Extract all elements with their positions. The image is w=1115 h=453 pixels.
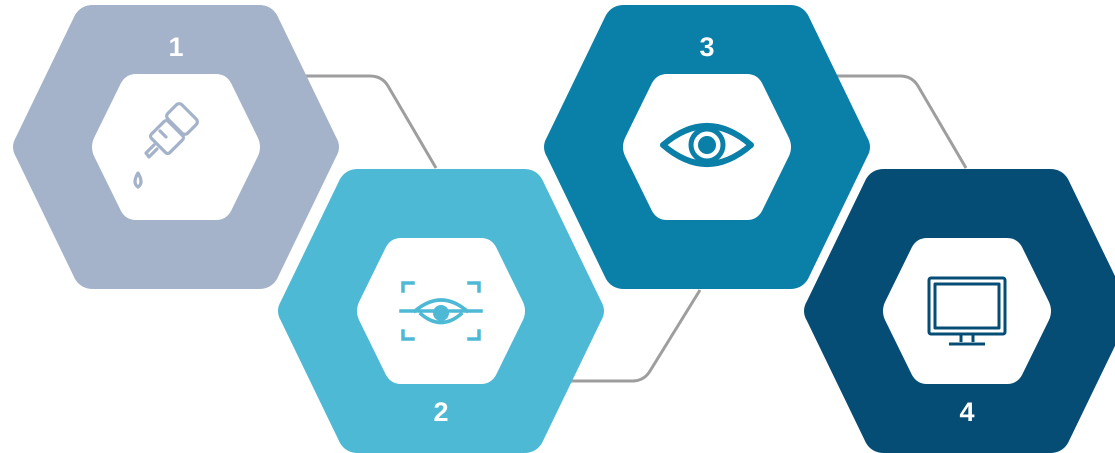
connector-2-3 xyxy=(560,289,702,383)
step-4-number: 4 xyxy=(959,397,974,427)
step-1-number: 1 xyxy=(168,32,183,62)
step-2: 2 xyxy=(278,169,604,453)
step-2-number: 2 xyxy=(433,397,448,427)
step-4-inner-hexagon xyxy=(883,238,1051,384)
step-3: 3 xyxy=(544,5,870,289)
connector-3-4 xyxy=(818,74,968,169)
monitor-icon xyxy=(927,276,1007,346)
step-3-number: 3 xyxy=(699,32,714,62)
eye-scan-icon xyxy=(399,281,483,341)
connector-1-2 xyxy=(285,74,438,169)
eye-icon xyxy=(660,123,754,167)
step-4: 4 xyxy=(804,169,1115,453)
step-1: 1 xyxy=(13,5,339,289)
connectors xyxy=(285,74,968,383)
eye-dropper-icon xyxy=(133,102,199,189)
